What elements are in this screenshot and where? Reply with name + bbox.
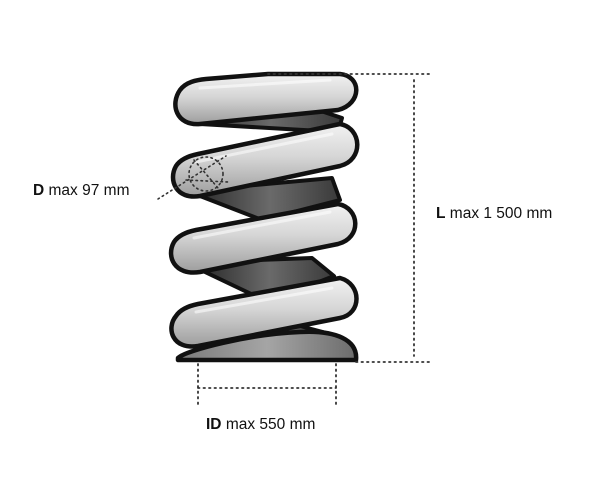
- spring-front-coils: [168, 71, 360, 363]
- inner-diameter-dimension: [197, 363, 337, 407]
- wire-diameter-symbol: D: [33, 182, 45, 199]
- coil-highlights: [192, 78, 334, 314]
- wire-diameter-dimension: [157, 155, 229, 200]
- inner-diameter-symbol: ID: [206, 416, 222, 433]
- length-label: L max 1 500 mm: [436, 206, 552, 222]
- front-coil-bottom: [175, 329, 359, 363]
- front-coil-2: [170, 121, 360, 199]
- length-symbol: L: [436, 205, 446, 222]
- inner-diameter-label: ID max 550 mm: [206, 417, 315, 433]
- inner-diameter-value: max 550 mm: [225, 416, 316, 433]
- front-coil-3: [168, 201, 358, 275]
- front-coil-4: [169, 275, 359, 349]
- length-dimension: [267, 73, 431, 363]
- length-value: max 1 500 mm: [449, 205, 553, 222]
- wire-diameter-label: D max 97 mm: [33, 183, 129, 199]
- wire-diameter-value: max 97 mm: [48, 182, 130, 199]
